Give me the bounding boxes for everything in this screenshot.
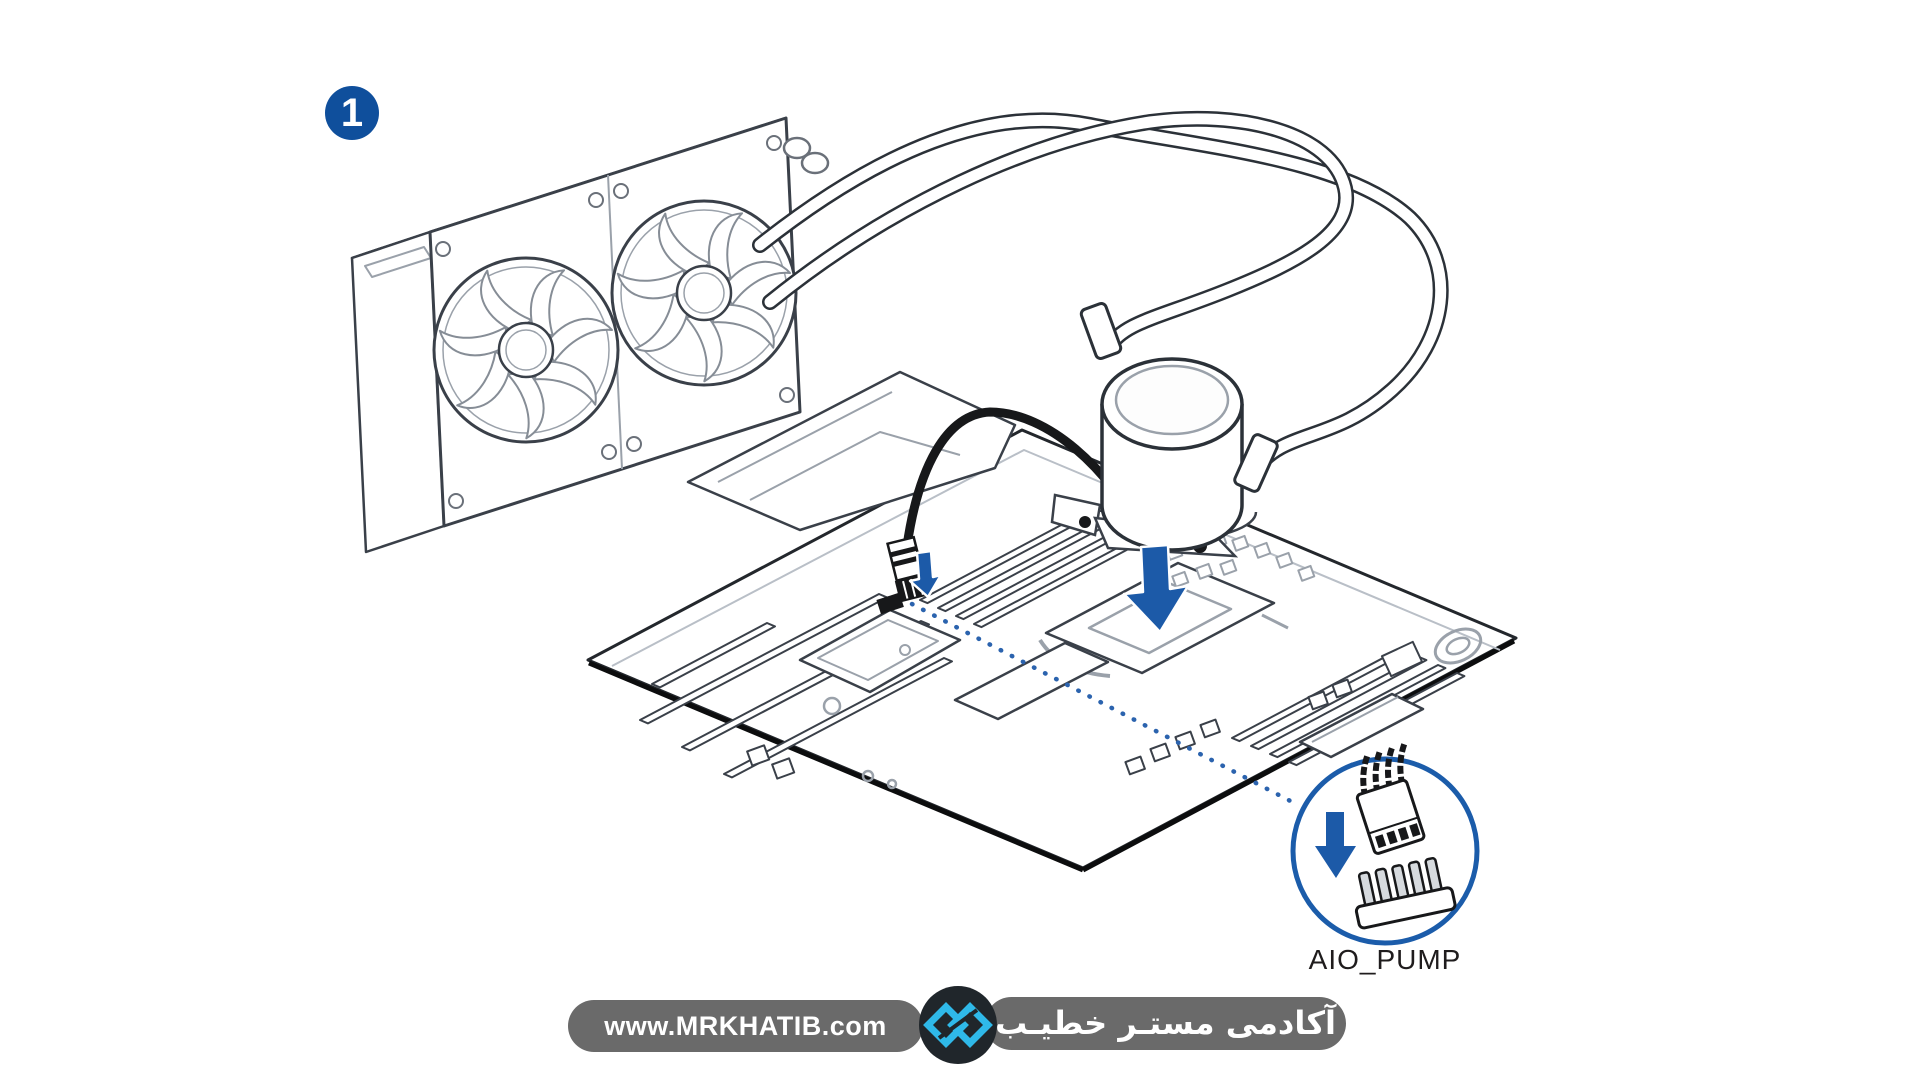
academy-name-bar: آکادمی مستـر خطیـب [985, 997, 1346, 1050]
board-aio-pump-header [876, 592, 904, 615]
large-down-arrow-icon [1122, 543, 1190, 634]
callout-plug [1355, 740, 1426, 855]
small-down-arrow-icon [908, 549, 943, 599]
radiator-with-fans [350, 116, 830, 554]
step-number-badge: 1 [325, 86, 379, 140]
callout-down-arrow-icon [1315, 812, 1356, 878]
academy-logo [919, 986, 997, 1064]
dimm-slots-rear [919, 505, 1160, 629]
pump-fittings [1079, 302, 1279, 493]
install-arrows [908, 543, 1190, 634]
fan-left [434, 258, 618, 442]
callout-header-pins [1354, 857, 1457, 930]
chipset-heatsink [798, 608, 1425, 759]
board-details [822, 627, 1483, 790]
pump-block [1050, 302, 1279, 558]
io-shroud [686, 370, 1017, 532]
website-pill: www.MRKHATIB.com [568, 1000, 923, 1052]
fan-screws [435, 135, 795, 509]
motherboard [586, 370, 1518, 873]
cooling-tubes [752, 110, 1449, 478]
infinity-logo-icon [923, 1002, 993, 1048]
board-headers [746, 640, 1424, 780]
aio-pump-label: AIO_PUMP [1308, 944, 1462, 975]
dotted-leader-line [909, 601, 1303, 809]
aio-pump-callout [1290, 740, 1480, 946]
